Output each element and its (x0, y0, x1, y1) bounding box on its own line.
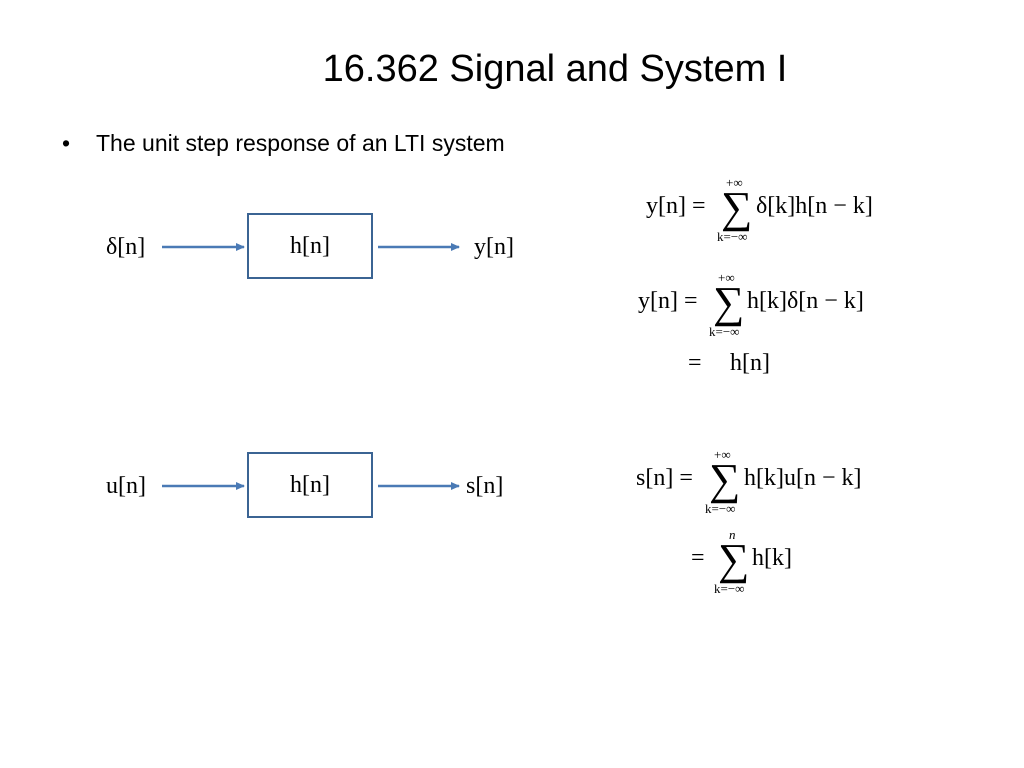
eq5-upper-limit: n (729, 527, 736, 542)
system-block-2: h[n] (247, 452, 373, 518)
eq4-summation: +∞ ∑ k=−∞ (705, 447, 749, 518)
system-label-2: h[n] (290, 471, 330, 498)
eq4-lower-limit: k=−∞ (705, 501, 736, 516)
eq4-upper-limit: +∞ (714, 447, 731, 462)
eq2-summation: +∞ ∑ k=−∞ (709, 270, 753, 341)
eq2-lower-limit: k=−∞ (709, 324, 740, 339)
input-signal-delta: δ[n] (106, 234, 146, 260)
eq1-summand: δ[k]h[n − k] (756, 193, 873, 219)
eq3-rhs: h[n] (730, 350, 770, 376)
eq2-upper-limit: +∞ (718, 270, 735, 285)
eq2-summand: h[k]δ[n − k] (747, 288, 864, 314)
eq5-summand: h[k] (752, 545, 792, 571)
output-signal-s: s[n] (466, 473, 504, 499)
output-signal-y: y[n] (474, 234, 514, 260)
eq5-lower-limit: k=−∞ (714, 581, 745, 596)
slide-title: 16.362 Signal and System I (322, 48, 788, 90)
eq1-summation: +∞ ∑ k=−∞ (717, 175, 761, 246)
eq3-equals: = (688, 350, 702, 376)
system-label-1: h[n] (290, 232, 330, 259)
eq1-sigma: ∑ (721, 183, 753, 232)
eq2-sigma: ∑ (713, 278, 745, 327)
eq5-sigma: ∑ (718, 535, 750, 584)
eq4-lhs: s[n] = (636, 465, 693, 491)
bullet-item: • The unit step response of an LTI system (62, 128, 505, 158)
bullet-dot: • (62, 130, 71, 156)
eq1-lower-limit: k=−∞ (717, 229, 748, 244)
input-signal-u: u[n] (106, 473, 146, 499)
eq4-sigma: ∑ (709, 455, 741, 504)
eq2-lhs: y[n] = (638, 288, 698, 314)
eq1-upper-limit: +∞ (726, 175, 743, 190)
eq5-equals: = (691, 545, 705, 571)
bullet-text: The unit step response of an LTI system (96, 130, 505, 156)
system-block-1: h[n] (247, 213, 373, 279)
eq5-summation: n ∑ k=−∞ (714, 527, 758, 598)
eq1-lhs: y[n] = (646, 193, 706, 219)
eq4-summand: h[k]u[n − k] (744, 465, 862, 491)
